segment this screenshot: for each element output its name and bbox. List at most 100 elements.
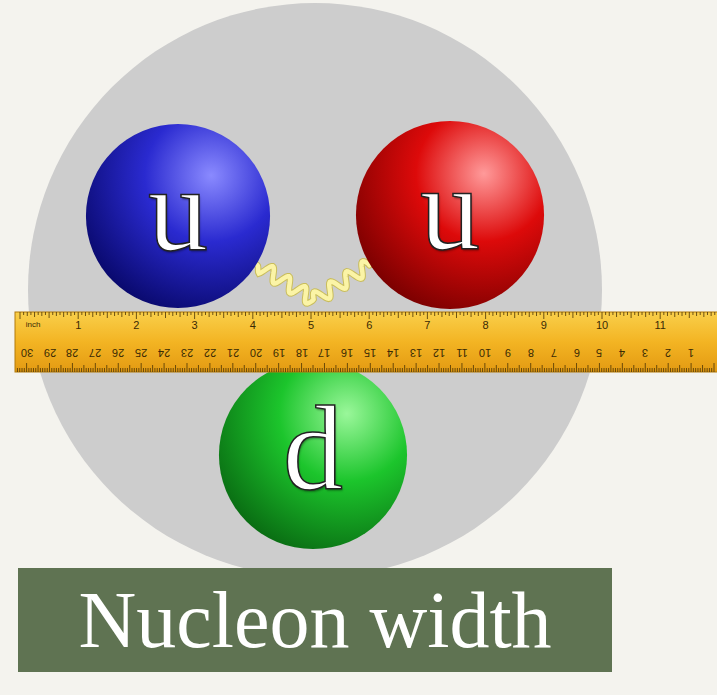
ruler-tick bbox=[602, 312, 603, 319]
ruler-tick bbox=[480, 368, 481, 372]
ruler-tick bbox=[107, 312, 108, 318]
ruler-tick bbox=[209, 312, 210, 317]
ruler-tick bbox=[132, 368, 133, 372]
ruler-tick bbox=[209, 363, 210, 372]
ruler-tick bbox=[667, 312, 668, 316]
ruler-tick bbox=[28, 368, 29, 372]
ruler-tick bbox=[311, 312, 312, 319]
ruler-tick bbox=[616, 312, 617, 317]
ruler-tick bbox=[223, 368, 224, 372]
ruler-tick bbox=[143, 312, 144, 316]
ruler-number: 7 bbox=[424, 320, 430, 331]
ruler-tick bbox=[370, 363, 371, 372]
ruler-tick bbox=[400, 368, 401, 372]
ruler-number: 8 bbox=[483, 320, 489, 331]
ruler-tick bbox=[150, 312, 151, 317]
ruler-tick bbox=[478, 312, 479, 316]
ruler-tick bbox=[685, 312, 686, 315]
ruler-tick bbox=[555, 368, 556, 372]
ruler-tick bbox=[481, 312, 482, 315]
ruler-tick bbox=[35, 368, 36, 372]
ruler-tick bbox=[457, 368, 458, 372]
ruler-tick bbox=[246, 368, 247, 372]
ruler-tick bbox=[141, 363, 142, 372]
ruler-tick bbox=[351, 312, 352, 315]
ruler-tick bbox=[81, 312, 82, 315]
ruler-tick bbox=[262, 368, 263, 372]
ruler-tick bbox=[507, 312, 508, 316]
ruler-tick bbox=[89, 312, 90, 315]
ruler-tick bbox=[466, 368, 467, 372]
ruler-tick bbox=[223, 312, 224, 318]
ruler-tick bbox=[402, 368, 403, 372]
quark-sphere: d bbox=[218, 360, 408, 550]
ruler-tick bbox=[656, 365, 657, 372]
ruler-tick bbox=[467, 312, 468, 315]
ruler-tick bbox=[255, 363, 256, 372]
ruler-tick bbox=[196, 368, 197, 372]
ruler-number: 21 bbox=[227, 347, 239, 358]
ruler-tick bbox=[631, 368, 632, 372]
ruler-tick bbox=[711, 368, 712, 372]
ruler-tick bbox=[697, 368, 698, 372]
ruler-tick bbox=[384, 368, 385, 372]
ruler-tick bbox=[567, 368, 568, 372]
ruler-tick bbox=[532, 312, 533, 315]
ruler-tick bbox=[102, 368, 103, 372]
ruler-number: 5 bbox=[308, 320, 314, 331]
ruler-tick bbox=[81, 368, 82, 372]
ruler-number: 19 bbox=[273, 347, 285, 358]
ruler-tick bbox=[201, 312, 202, 316]
ruler-tick bbox=[372, 368, 373, 372]
sphere-fill bbox=[356, 121, 544, 309]
ruler-tick bbox=[714, 363, 715, 372]
ruler-tick bbox=[85, 312, 86, 316]
ruler-tick bbox=[464, 368, 465, 372]
ruler-tick bbox=[620, 312, 621, 315]
ruler-tick bbox=[241, 368, 242, 372]
ruler-tick bbox=[406, 368, 407, 372]
ruler-tick bbox=[423, 368, 424, 372]
ruler-tick bbox=[703, 312, 704, 317]
ruler-number: 3 bbox=[192, 320, 198, 331]
ruler-tick bbox=[649, 312, 650, 315]
ruler-tick bbox=[70, 312, 71, 316]
ruler-number: 5 bbox=[596, 347, 602, 358]
ruler-tick bbox=[645, 312, 646, 317]
ruler-tick bbox=[585, 368, 586, 372]
ruler-tick bbox=[176, 312, 177, 315]
ruler-tick bbox=[158, 312, 159, 316]
ruler-tick bbox=[580, 312, 581, 316]
ruler-tick bbox=[551, 368, 552, 372]
ruler-tick bbox=[70, 368, 71, 372]
ruler-tick bbox=[307, 312, 308, 315]
ruler-tick bbox=[674, 312, 675, 317]
sphere-fill bbox=[219, 361, 407, 549]
ruler-tick bbox=[656, 312, 657, 315]
ruler-tick bbox=[681, 368, 682, 372]
ruler-tick bbox=[47, 368, 48, 372]
ruler-tick bbox=[693, 368, 694, 372]
ruler-tick bbox=[377, 368, 378, 372]
ruler-tick bbox=[336, 312, 337, 315]
ruler-number: 11 bbox=[456, 347, 467, 358]
ruler-tick bbox=[678, 312, 679, 315]
ruler-tick bbox=[77, 368, 78, 372]
ruler-tick bbox=[191, 368, 192, 372]
ruler-tick bbox=[198, 312, 199, 315]
ruler-tick bbox=[329, 312, 330, 315]
ruler-tick bbox=[592, 368, 593, 372]
ruler-tick bbox=[394, 312, 395, 315]
ruler-number: 25 bbox=[135, 347, 147, 358]
ruler-tick bbox=[24, 368, 25, 372]
ruler-tick bbox=[684, 368, 685, 372]
ruler-tick bbox=[449, 312, 450, 316]
ruler-tick bbox=[623, 312, 624, 316]
ruler-tick bbox=[704, 368, 705, 372]
ruler-number: 27 bbox=[89, 347, 101, 358]
ruler-tick bbox=[99, 368, 100, 372]
ruler-number: 2 bbox=[665, 347, 671, 358]
gluon-line bbox=[257, 261, 369, 303]
ruler-tick bbox=[474, 312, 475, 315]
ruler-tick bbox=[263, 312, 264, 315]
